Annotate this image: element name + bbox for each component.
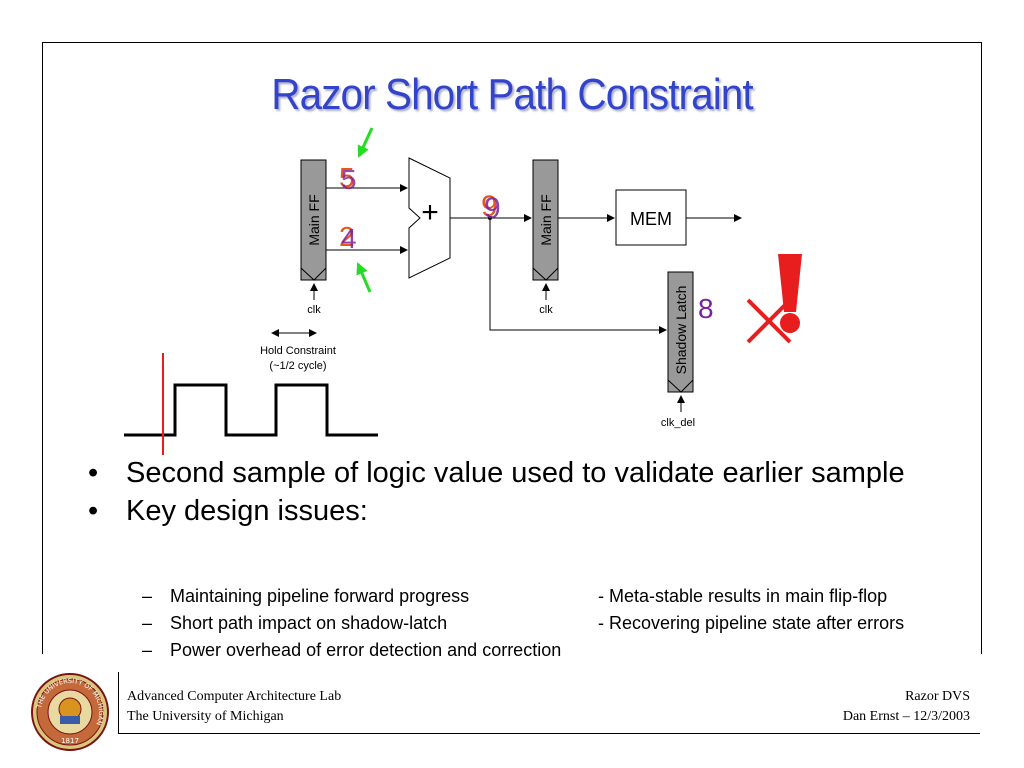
footer-lab: Advanced Computer Architecture Lab	[127, 689, 342, 704]
main-ff-2-label: Main FF	[538, 194, 554, 245]
sub-item: –Power overhead of error detection and c…	[142, 640, 561, 661]
main-ff-1: Main FF	[300, 159, 327, 281]
shadow-latch: Shadow Latch	[667, 271, 694, 393]
clk-del-label: clk_del	[661, 417, 695, 429]
sum-value-new: 9	[484, 192, 501, 225]
sum-value-old: 9	[481, 190, 498, 223]
footer-project: Razor DVS	[905, 689, 970, 704]
mem-label: MEM	[630, 209, 672, 229]
bullet-item: • Key design issues:	[80, 496, 960, 526]
shadow-latch-label: Shadow Latch	[673, 286, 689, 375]
footer-left: Advanced Computer Architecture Lab The U…	[127, 687, 341, 727]
sub-item-dash: –	[142, 640, 153, 660]
main-ff-2: Main FF	[532, 159, 559, 281]
hold-constraint-label: Hold Constraint	[260, 345, 336, 357]
razor-circuit-diagram: Main FF clk + Main FF clk MEM Shadow Lat…	[124, 127, 802, 455]
bullet-item: • Second sample of logic value used to v…	[80, 458, 960, 488]
frame-left-border	[42, 42, 43, 654]
bullet-text: Second sample of logic value used to val…	[126, 457, 905, 489]
error-icon	[746, 254, 802, 344]
bullet-text: Key design issues:	[126, 495, 368, 527]
sub-item: –Short path impact on shadow-latch	[142, 613, 447, 634]
sub-item-right: - Recovering pipeline state after errors	[598, 613, 905, 633]
clk-label-1: clk	[307, 304, 321, 316]
bullet-dot: •	[88, 457, 99, 489]
footer-university: The University of Michigan	[127, 709, 284, 724]
bullet-dot: •	[88, 495, 99, 527]
footer-divider-vertical	[118, 672, 119, 734]
clock-waveform	[124, 383, 378, 437]
footer-right: Razor DVS Dan Ernst – 12/3/2003	[843, 687, 970, 727]
green-arrow-bottom	[356, 262, 372, 293]
main-ff-1-label: Main FF	[306, 194, 322, 245]
seal-year: 1817	[61, 737, 79, 745]
clk-label-2: clk	[539, 304, 553, 316]
sub-item-text: Short path impact on shadow-latch	[170, 613, 448, 633]
sub-item-text: Maintaining pipeline forward progress	[170, 586, 470, 606]
sub-item-text: Power overhead of error detection and co…	[170, 640, 562, 660]
bullet-list: • Second sample of logic value used to v…	[80, 458, 960, 534]
slide-title: Razor Short Path Constraint	[271, 70, 753, 119]
sub-item-right: - Meta-stable results in main flip-flop	[598, 586, 888, 606]
adder: +	[408, 157, 451, 279]
university-seal-logo: THE UNIVERSITY OF MICHIGAN 1817	[31, 673, 109, 751]
mem-block: MEM	[615, 189, 687, 246]
frame-right-border	[981, 42, 982, 654]
bottom-input-value-new: 4	[341, 223, 357, 254]
footer-divider-horizontal	[118, 733, 980, 734]
top-input-value-old: 5	[339, 162, 355, 193]
hold-cycle-label: (~1/2 cycle)	[269, 360, 326, 372]
bottom-input-value-old: 2	[339, 221, 355, 252]
top-input-value-new: 5	[341, 164, 357, 195]
shadow-latch-value: 8	[698, 293, 714, 324]
footer-author-date: Dan Ernst – 12/3/2003	[842, 709, 970, 724]
green-arrow-top	[357, 127, 374, 158]
sub-item: –Maintaining pipeline forward progress	[142, 586, 469, 607]
sub-item-dash: –	[142, 586, 153, 606]
sub-item-dash: –	[142, 613, 153, 633]
frame-top-border	[42, 42, 982, 43]
adder-plus-symbol: +	[421, 196, 439, 229]
